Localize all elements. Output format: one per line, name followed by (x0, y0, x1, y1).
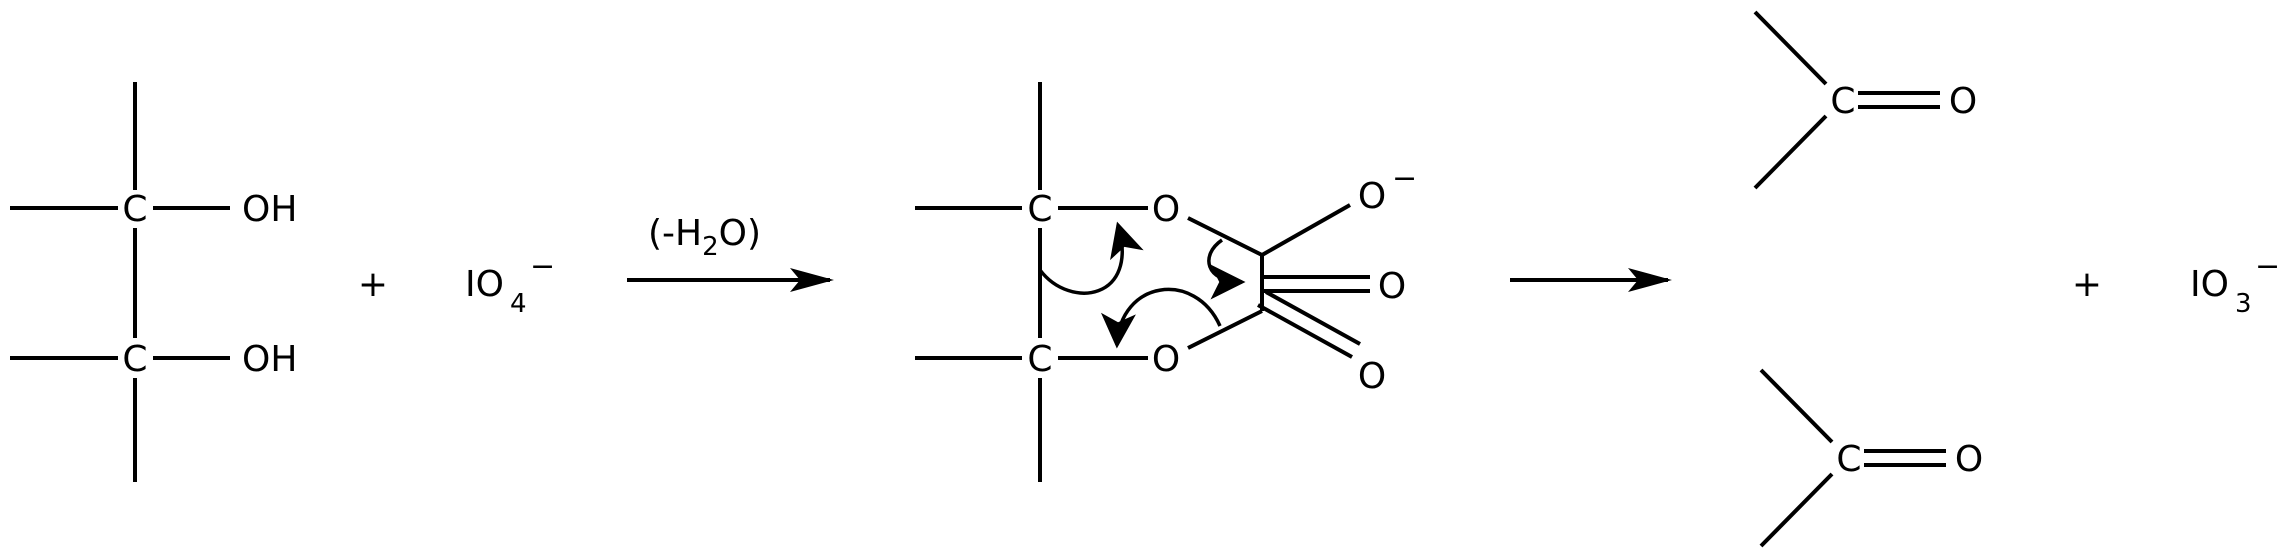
product-top-carbon: C (1830, 81, 1855, 122)
product-bottom-carbon: C (1836, 439, 1861, 480)
reaction-arrow-1: (-H2O) (627, 213, 834, 292)
iodate-charge: − (2255, 249, 2280, 284)
diol-carbon-top: C (122, 189, 147, 230)
cyclic-periodate-ester: C C O O O − O O (915, 82, 1417, 482)
ester-carbon-bottom: C (1027, 339, 1052, 380)
curly-arrow-oi-to-i (1207, 238, 1246, 300)
product-carbonyl-bottom: C O (1759, 368, 1983, 548)
ester-carbon-top: C (1027, 189, 1052, 230)
curly-arrow-io-to-o (1101, 287, 1222, 349)
ester-oxygen-top: O (1152, 189, 1180, 230)
periodate-charge: − (530, 249, 555, 284)
curly-arrow-cc-to-o (1038, 221, 1144, 295)
periodate-symbol: IO (465, 264, 504, 305)
product-bottom-oxygen: O (1955, 439, 1983, 480)
ester-oxo-oxygen-1: O (1378, 266, 1406, 307)
plus-sign-2: + (2072, 264, 2102, 305)
diol-hydroxyl-top: OH (242, 189, 297, 230)
periodate-subscript: 4 (510, 289, 527, 319)
diol-carbon-bottom: C (122, 339, 147, 380)
iodate-ion: IO 3 − (2190, 249, 2280, 319)
plus-sign-1: + (358, 264, 388, 305)
product-carbonyl-top: C O (1753, 10, 1977, 190)
ester-oxygen-anion-charge: − (1392, 161, 1417, 196)
product-top-oxygen: O (1949, 81, 1977, 122)
ester-oxo-oxygen-2: O (1358, 356, 1386, 397)
condition-subscript: 2 (702, 232, 719, 262)
ester-oxygen-bottom: O (1152, 339, 1180, 380)
periodate-ion: IO 4 − (465, 249, 555, 319)
condition-open: (-H2O) (648, 213, 761, 262)
diol-hydroxyl-bottom: OH (242, 339, 297, 380)
ester-oxygen-anion: O (1358, 176, 1386, 217)
iodate-subscript: 3 (2235, 289, 2252, 319)
reaction-arrow-2 (1510, 268, 1672, 292)
reactant-diol: C C OH OH (10, 82, 297, 482)
iodate-symbol: IO (2190, 264, 2229, 305)
